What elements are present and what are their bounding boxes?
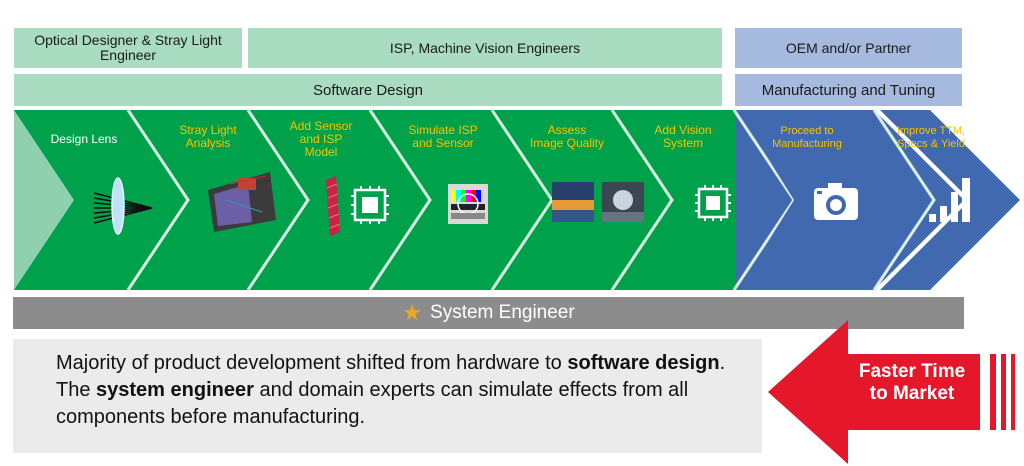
sensor-chip-icon xyxy=(326,176,389,236)
stray-light-icon xyxy=(208,172,276,232)
test-chart-icon xyxy=(448,184,488,224)
role-oem: OEM and/or Partner xyxy=(735,28,962,68)
phase-software: Software Design xyxy=(14,74,722,106)
star-icon: ★ xyxy=(402,300,423,325)
phase-manufacturing: Manufacturing and Tuning xyxy=(735,74,962,106)
summary-note: Majority of product development shifted … xyxy=(13,339,762,453)
summary-text: Majority of product development shifted … xyxy=(56,352,726,428)
system-engineer-bar: ★ System Engineer xyxy=(13,297,964,329)
image-quality-icon xyxy=(552,182,644,222)
chevron-last xyxy=(880,110,1020,290)
role-optical: Optical Designer & Stray Light Engineer xyxy=(14,28,242,68)
system-engineer-label: System Engineer xyxy=(430,302,575,323)
step-label-1: Design Lens xyxy=(51,132,118,146)
step-label-8: Improve TTM,Specs & Yield xyxy=(897,125,965,150)
faster-arrow-icon xyxy=(768,320,1015,464)
camera-icon xyxy=(814,183,858,220)
role-isp: ISP, Machine Vision Engineers xyxy=(248,28,722,68)
bar-chart-icon xyxy=(929,178,970,222)
faster-time-label: Faster Time to Market xyxy=(858,361,966,404)
flow-start xyxy=(14,110,74,290)
chip-icon xyxy=(695,185,731,221)
lens-ray-icon xyxy=(93,177,153,235)
